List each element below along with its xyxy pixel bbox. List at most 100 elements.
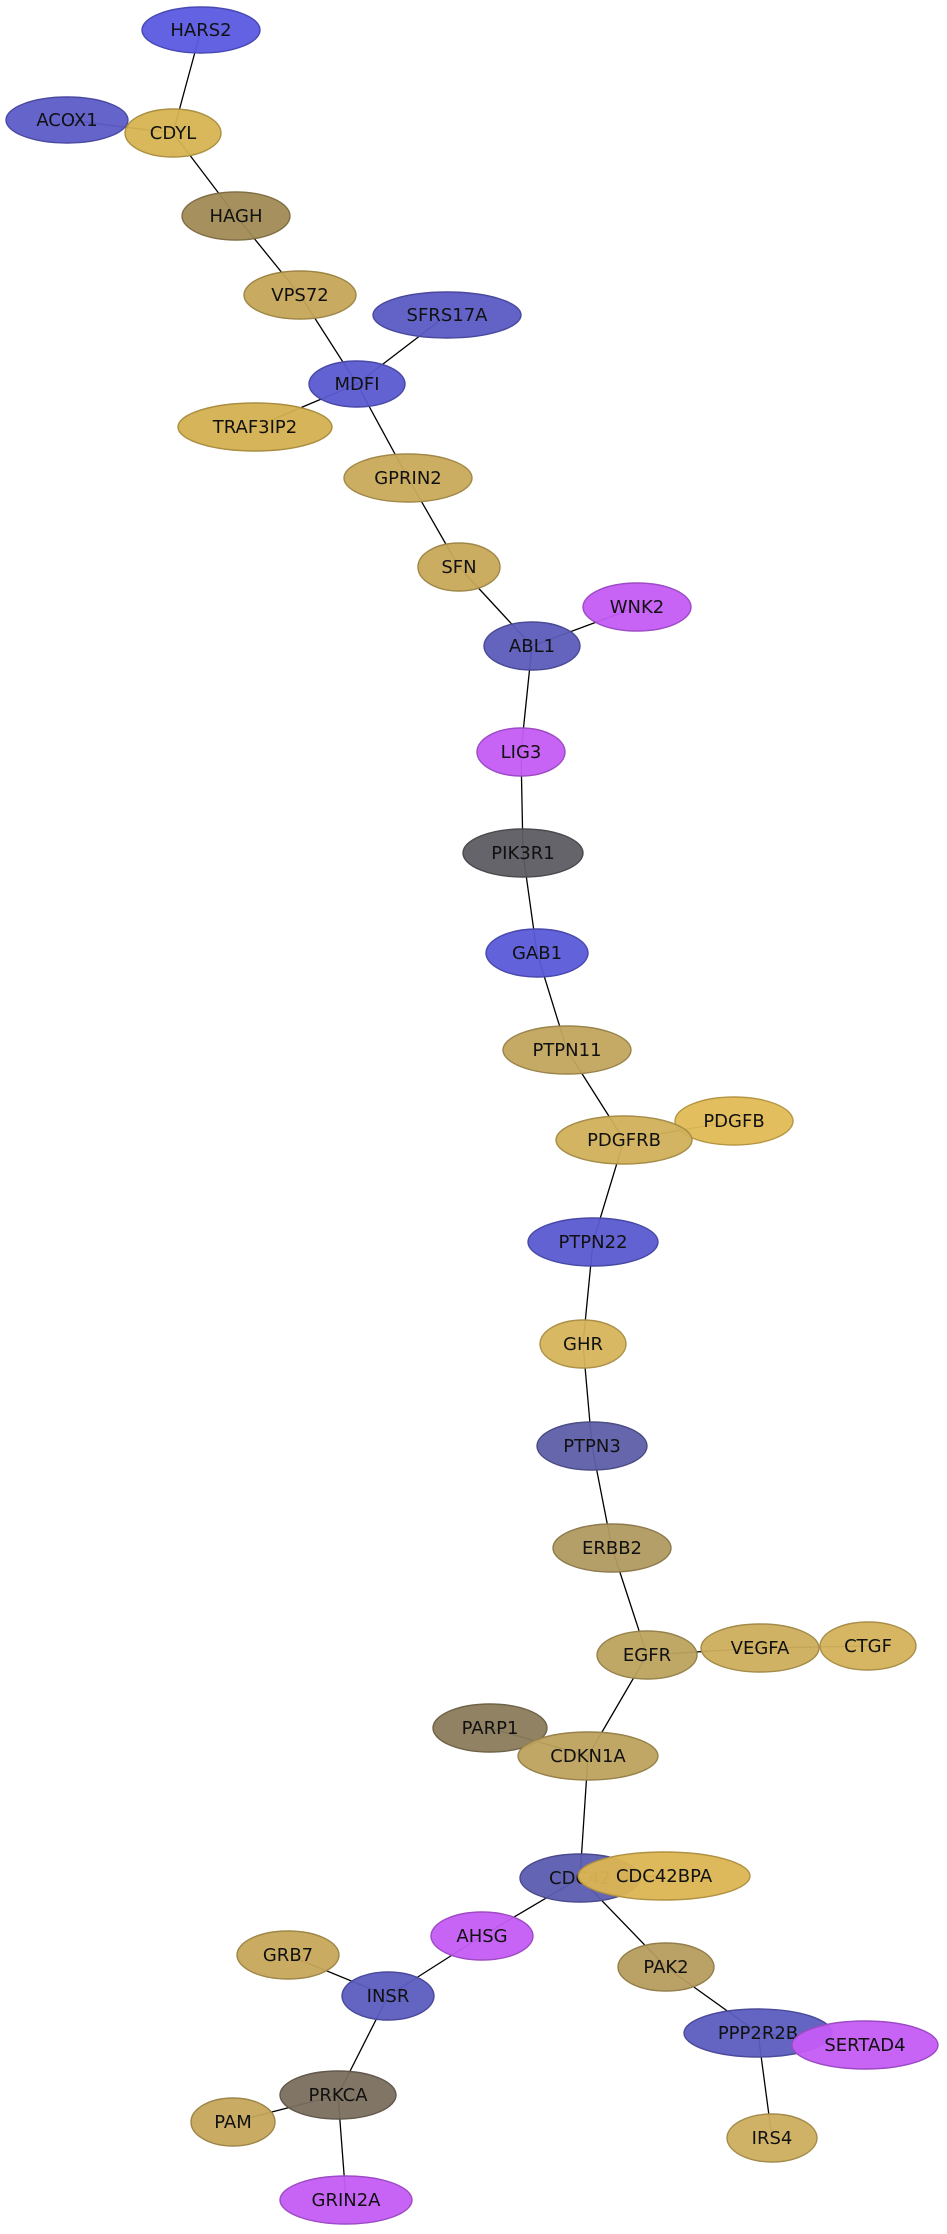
node-mdfi[interactable]: MDFI	[308, 360, 406, 408]
node-shape	[577, 1851, 751, 1901]
node-pdgfrb[interactable]: PDGFRB	[555, 1115, 693, 1165]
node-shape	[243, 270, 357, 320]
node-shape	[462, 828, 584, 878]
node-label: SFN	[441, 557, 476, 578]
node-shape	[791, 2020, 939, 2070]
node-shape	[308, 360, 406, 408]
node-acox1[interactable]: ACOX1	[5, 96, 129, 144]
node-label: PRKCA	[308, 2085, 368, 2106]
node-cdkn1a[interactable]: CDKN1A	[517, 1731, 659, 1781]
node-label: GRIN2A	[312, 2190, 382, 2211]
node-shape	[617, 1942, 715, 1992]
node-shape	[124, 108, 222, 158]
node-label: TRAF3IP2	[212, 417, 298, 438]
node-shape	[279, 2175, 413, 2225]
node-label: LIG3	[501, 742, 542, 763]
node-label: PTPN3	[563, 1436, 621, 1457]
node-shape	[190, 2097, 276, 2147]
node-label: CTGF	[844, 1636, 892, 1657]
node-shape	[555, 1115, 693, 1165]
node-prkca[interactable]: PRKCA	[279, 2070, 397, 2120]
node-shape	[726, 2113, 818, 2163]
node-label: CDC42BPA	[616, 1866, 713, 1887]
node-label: PARP1	[462, 1718, 519, 1739]
node-shape	[476, 727, 566, 777]
node-shape	[536, 1421, 648, 1471]
node-abl1[interactable]: ABL1	[483, 621, 581, 671]
node-erbb2[interactable]: ERBB2	[552, 1523, 672, 1573]
node-gprin2[interactable]: GPRIN2	[343, 453, 473, 503]
node-label: PDGFB	[703, 1111, 764, 1132]
node-ptpn22[interactable]: PTPN22	[527, 1217, 659, 1267]
node-shape	[819, 1621, 917, 1671]
node-label: HAGH	[209, 206, 262, 227]
node-shape	[236, 1930, 340, 1980]
node-pak2[interactable]: PAK2	[617, 1942, 715, 1992]
node-label: ERBB2	[582, 1538, 642, 1559]
node-shape	[141, 6, 261, 54]
node-label: PTPN11	[532, 1040, 601, 1061]
node-ctgf[interactable]: CTGF	[819, 1621, 917, 1671]
node-ghr[interactable]: GHR	[539, 1319, 627, 1369]
node-ptpn11[interactable]: PTPN11	[502, 1025, 632, 1075]
node-shape	[432, 1703, 548, 1753]
node-shape	[417, 542, 501, 592]
node-irs4[interactable]: IRS4	[726, 2113, 818, 2163]
node-traf3ip2[interactable]: TRAF3IP2	[177, 402, 333, 452]
node-label: PAM	[214, 2112, 252, 2133]
node-sertad4[interactable]: SERTAD4	[791, 2020, 939, 2070]
node-label: HARS2	[170, 20, 231, 41]
node-label: IRS4	[752, 2128, 793, 2149]
node-shape	[700, 1623, 820, 1673]
node-grb7[interactable]: GRB7	[236, 1930, 340, 1980]
node-vegfa[interactable]: VEGFA	[700, 1623, 820, 1673]
node-cdc42bpa[interactable]: CDC42BPA	[577, 1851, 751, 1901]
node-grin2a[interactable]: GRIN2A	[279, 2175, 413, 2225]
node-label: SERTAD4	[824, 2035, 905, 2056]
node-label: GRB7	[263, 1945, 313, 1966]
node-sfn[interactable]: SFN	[417, 542, 501, 592]
node-shape	[582, 582, 692, 632]
node-label: GHR	[563, 1334, 603, 1355]
node-gab1[interactable]: GAB1	[485, 928, 589, 978]
node-pdgfb[interactable]: PDGFB	[674, 1096, 794, 1146]
node-label: GAB1	[512, 943, 562, 964]
node-insr[interactable]: INSR	[341, 1971, 435, 2021]
node-shape	[552, 1523, 672, 1573]
node-shape	[539, 1319, 627, 1369]
node-shape	[674, 1096, 794, 1146]
node-hars2[interactable]: HARS2	[141, 6, 261, 54]
node-wnk2[interactable]: WNK2	[582, 582, 692, 632]
node-label: CDKN1A	[550, 1746, 626, 1767]
node-label: PIK3R1	[491, 843, 554, 864]
node-label: EGFR	[623, 1645, 671, 1666]
node-vps72[interactable]: VPS72	[243, 270, 357, 320]
node-shape	[279, 2070, 397, 2120]
node-shape	[177, 402, 333, 452]
node-shape	[343, 453, 473, 503]
node-label: VPS72	[271, 285, 329, 306]
node-label: PPP2R2B	[718, 2023, 798, 2044]
node-shape	[181, 191, 291, 241]
node-lig3[interactable]: LIG3	[476, 727, 566, 777]
node-shape	[517, 1731, 659, 1781]
node-egfr[interactable]: EGFR	[596, 1630, 698, 1680]
node-ptpn3[interactable]: PTPN3	[536, 1421, 648, 1471]
node-shape	[483, 621, 581, 671]
node-ahsg[interactable]: AHSG	[430, 1911, 534, 1961]
node-shape	[430, 1911, 534, 1961]
node-hagh[interactable]: HAGH	[181, 191, 291, 241]
node-label: CDYL	[150, 123, 196, 144]
node-label: AHSG	[456, 1926, 507, 1947]
node-shape	[341, 1971, 435, 2021]
node-pik3r1[interactable]: PIK3R1	[462, 828, 584, 878]
node-label: VEGFA	[731, 1638, 790, 1659]
node-label: PAK2	[643, 1957, 688, 1978]
node-parp1[interactable]: PARP1	[432, 1703, 548, 1753]
node-sfrs17a[interactable]: SFRS17A	[372, 291, 522, 339]
node-cdyl[interactable]: CDYL	[124, 108, 222, 158]
node-pam[interactable]: PAM	[190, 2097, 276, 2147]
node-shape	[5, 96, 129, 144]
